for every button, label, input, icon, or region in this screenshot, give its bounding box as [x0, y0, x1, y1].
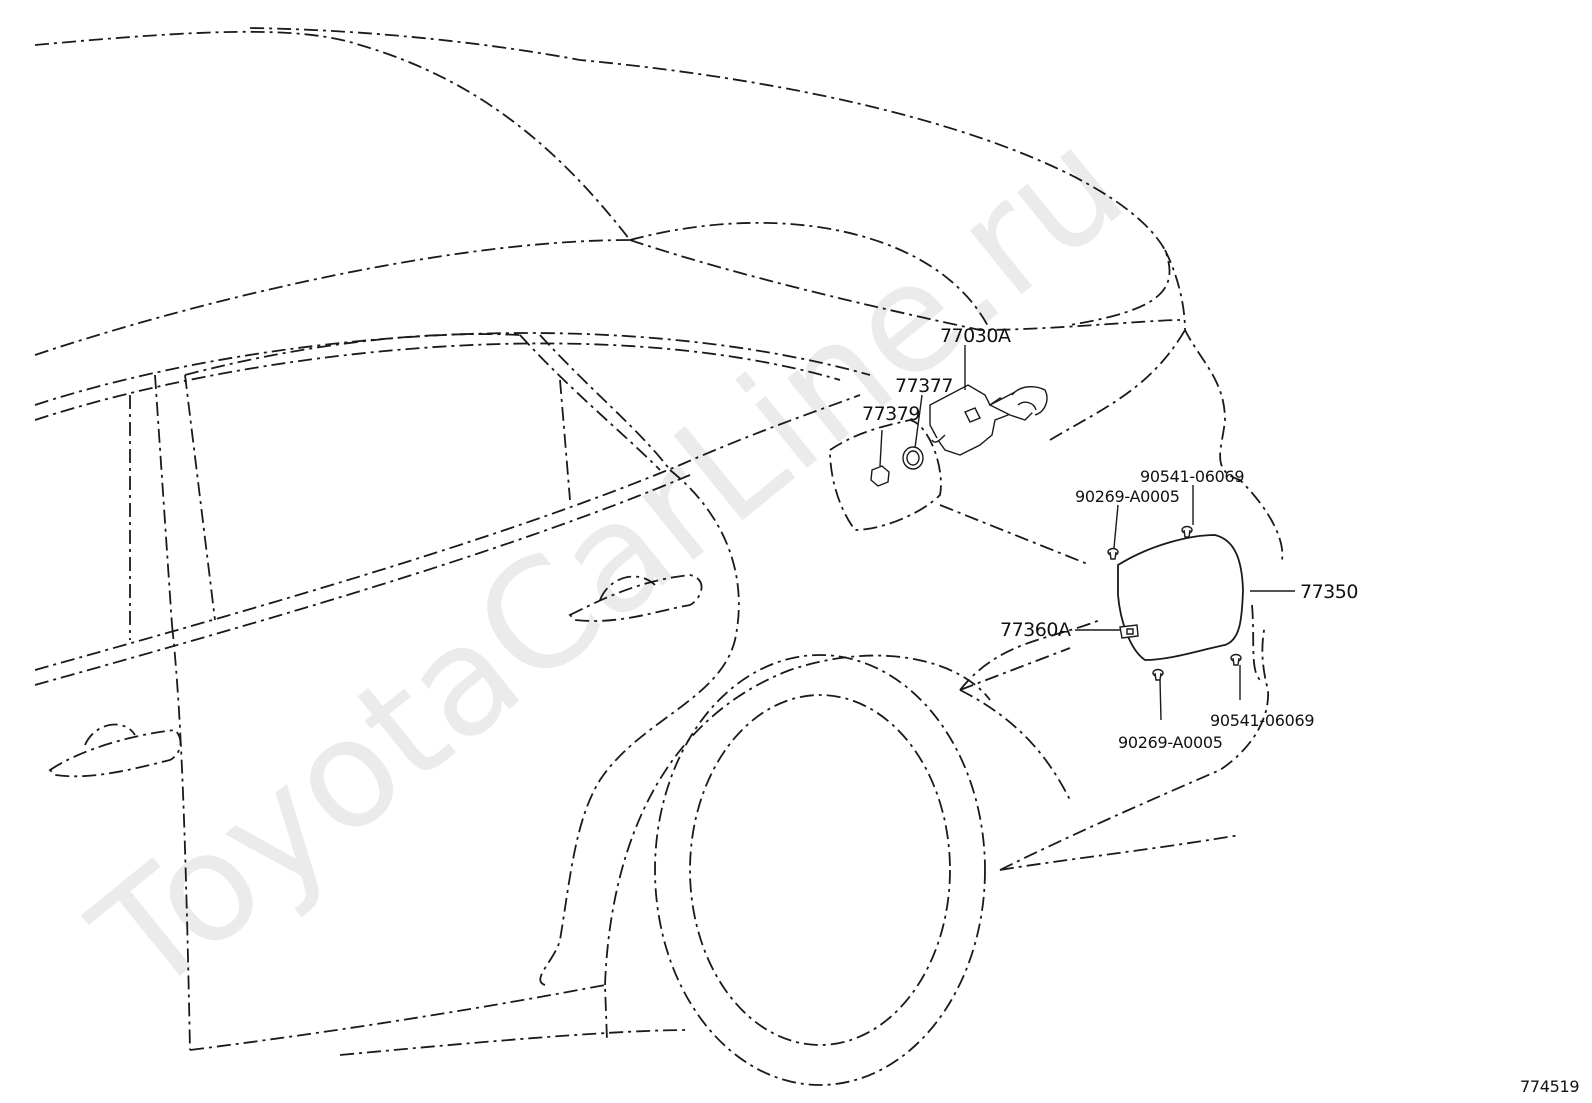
clip-77377-icon: [902, 446, 924, 470]
label-screw-lower-right: 90541-06069: [1210, 711, 1314, 730]
car-body-outline: [34, 27, 1284, 1086]
fuel-lid: [1117, 534, 1244, 661]
nut-77379-icon: [870, 465, 890, 487]
diagram-id: 774519: [1520, 1077, 1579, 1096]
watermark: ToyotaCarLine.ru: [62, 97, 1155, 1029]
label-hinge: 77360A: [1000, 619, 1071, 641]
label-clip-77377: 77377: [895, 375, 953, 397]
label-fuel-opener-lock: 77030A: [940, 325, 1011, 347]
hinge-77360a-icon: [1119, 624, 1139, 639]
label-clip-upper-left: 90269-A0005: [1075, 487, 1180, 506]
label-fuel-lid: 77350: [1300, 581, 1358, 603]
label-nut-77379: 77379: [862, 403, 920, 425]
screw-lower-right-icon: [1230, 653, 1242, 666]
label-screw-upper-right: 90541-06069: [1140, 467, 1244, 486]
clip-lower-left-icon: [1152, 668, 1164, 681]
leader-lines: [879, 345, 1295, 721]
fuel-opener-lock-icon: [929, 384, 1048, 456]
screw-upper-right-icon: [1181, 525, 1193, 538]
clip-upper-left-icon: [1107, 547, 1119, 560]
label-clip-lower-left: 90269-A0005: [1118, 733, 1223, 752]
